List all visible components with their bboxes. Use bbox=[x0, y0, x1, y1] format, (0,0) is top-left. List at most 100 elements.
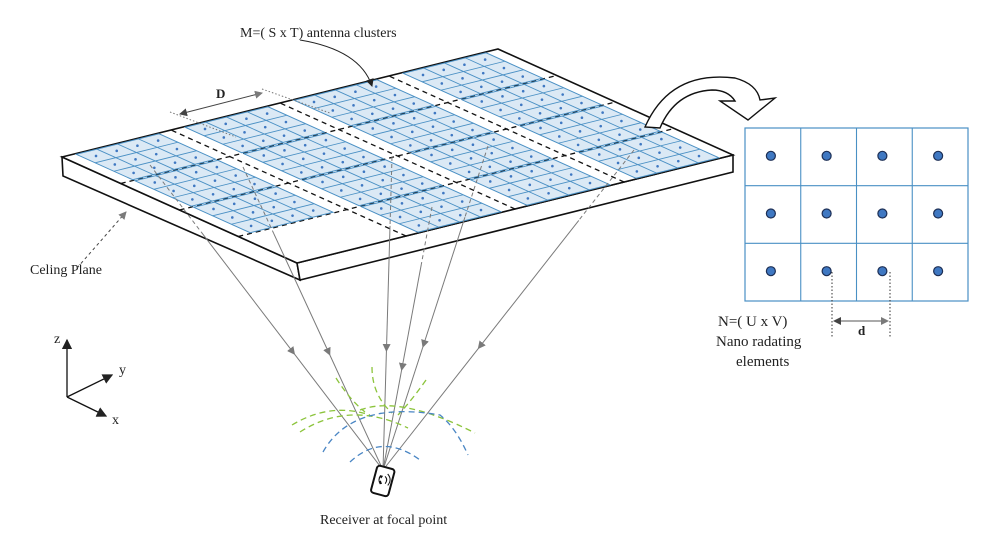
cluster-gridline bbox=[430, 140, 514, 163]
cluster-element bbox=[467, 170, 471, 174]
cluster-element bbox=[461, 77, 464, 80]
antenna-clusters-label: M=( S x T) antenna clusters bbox=[240, 26, 397, 41]
cluster-element bbox=[480, 100, 484, 103]
ray-arrow bbox=[273, 233, 331, 356]
cluster-element bbox=[410, 130, 414, 134]
cluster-element bbox=[350, 117, 353, 121]
cluster-gridline bbox=[305, 137, 363, 165]
cluster-element bbox=[153, 166, 156, 170]
cluster-spacing-arrow bbox=[179, 90, 263, 117]
cluster-element bbox=[362, 170, 366, 174]
ceiling-plane bbox=[59, 48, 736, 282]
cluster-gridline bbox=[558, 122, 642, 144]
cluster-element bbox=[507, 188, 511, 192]
cluster-gridline bbox=[394, 116, 452, 143]
cluster-element bbox=[488, 180, 492, 183]
cluster-element bbox=[393, 93, 397, 97]
ray-arrow bbox=[477, 220, 580, 350]
cluster-element bbox=[580, 101, 583, 105]
cluster-element bbox=[153, 181, 157, 184]
cluster-element bbox=[459, 90, 462, 94]
cluster-element bbox=[601, 111, 604, 114]
ceiling-plane-pointer bbox=[76, 211, 127, 269]
cluster-element bbox=[450, 148, 454, 152]
cluster-element bbox=[519, 103, 523, 107]
cluster-element bbox=[212, 207, 215, 211]
cluster-element bbox=[639, 142, 642, 146]
cluster-gridline bbox=[473, 137, 531, 164]
nano-element bbox=[933, 266, 944, 277]
ray-hidden-segment bbox=[420, 206, 433, 265]
cluster-element bbox=[549, 178, 552, 181]
nano-label-line1: Nano radating bbox=[716, 334, 802, 350]
ray-hidden-segment bbox=[242, 166, 275, 234]
cluster-gridline bbox=[155, 175, 213, 202]
phone-handset-icon bbox=[378, 475, 384, 485]
cluster-element bbox=[400, 187, 403, 190]
cluster-element bbox=[660, 137, 663, 141]
cluster-element bbox=[224, 122, 228, 126]
cluster-element bbox=[175, 147, 179, 151]
cluster-dividers bbox=[120, 74, 675, 238]
cluster-element bbox=[174, 176, 177, 179]
cluster-element bbox=[442, 191, 445, 195]
cluster-element bbox=[539, 126, 542, 130]
cluster-element bbox=[262, 154, 266, 157]
cluster-gridline bbox=[373, 121, 431, 148]
cluster-element bbox=[381, 178, 385, 182]
wavefront-green bbox=[299, 414, 409, 433]
cluster-element bbox=[569, 173, 573, 176]
y-axis-label: y bbox=[119, 363, 126, 378]
cluster-gridline bbox=[532, 163, 590, 191]
cluster-element bbox=[374, 85, 378, 88]
cluster-element bbox=[500, 80, 504, 83]
cluster-element bbox=[291, 214, 294, 217]
cluster-element bbox=[222, 136, 226, 139]
cluster-element bbox=[483, 58, 487, 61]
coordinate-axes bbox=[61, 338, 114, 417]
nano-element bbox=[765, 266, 776, 277]
antenna-cluster bbox=[410, 132, 553, 180]
cluster-gridline bbox=[432, 147, 490, 175]
cluster-element bbox=[282, 134, 286, 137]
cluster-gridline bbox=[507, 175, 592, 198]
cluster-element bbox=[509, 160, 512, 163]
cluster-element bbox=[136, 144, 139, 148]
cluster-element bbox=[234, 174, 237, 177]
cluster-gridline bbox=[138, 138, 195, 165]
cluster-element bbox=[433, 111, 437, 115]
cluster-gridline bbox=[499, 95, 583, 118]
cluster-element bbox=[303, 129, 307, 132]
cluster-element bbox=[551, 164, 554, 168]
cluster-element bbox=[213, 179, 217, 182]
cluster-element bbox=[263, 125, 267, 129]
cluster-gridline bbox=[113, 150, 197, 172]
cluster-element bbox=[211, 192, 215, 196]
antenna-cluster bbox=[519, 105, 662, 153]
cluster-element bbox=[333, 95, 337, 99]
cluster-element bbox=[697, 154, 701, 158]
cluster-element bbox=[270, 219, 274, 223]
cluster-element bbox=[340, 189, 343, 192]
cluster-element bbox=[538, 111, 542, 115]
antenna-cluster bbox=[460, 78, 603, 126]
cluster-spacing-label: D bbox=[216, 86, 225, 101]
cluster-element bbox=[597, 138, 601, 142]
cluster-element bbox=[656, 164, 659, 168]
ray-hidden-segment bbox=[578, 149, 635, 221]
cluster-element bbox=[115, 149, 119, 153]
cluster-element bbox=[529, 155, 533, 158]
receiver-phone bbox=[370, 464, 396, 498]
cluster-element bbox=[588, 181, 592, 185]
cluster-element bbox=[547, 191, 550, 195]
cluster-element bbox=[383, 165, 386, 168]
cluster-gridline bbox=[196, 164, 254, 192]
cluster-element bbox=[480, 85, 483, 89]
antenna-cluster bbox=[292, 79, 436, 127]
cluster-gridline bbox=[222, 123, 306, 145]
wavefront-green bbox=[397, 379, 427, 416]
cluster-gridline bbox=[616, 148, 701, 171]
cluster-gridline bbox=[153, 168, 237, 190]
cluster-gridline bbox=[364, 164, 422, 191]
antenna-cluster bbox=[242, 132, 385, 180]
